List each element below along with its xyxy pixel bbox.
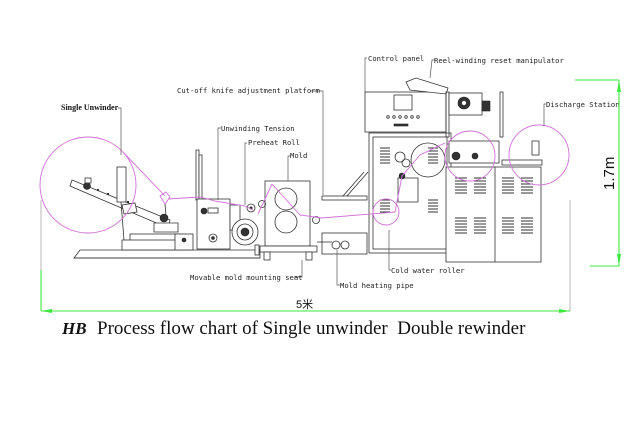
label-discharge-station: Discharge Station: [546, 100, 620, 109]
vent-louvers-left: [380, 147, 438, 213]
label-cutoff-knife-platform: Cut-off knife adjustment platform: [177, 86, 320, 95]
vent-louvers-right: [455, 177, 533, 234]
label-preheat-roll: Preheat Roll: [248, 138, 300, 147]
label-mold: Mold: [290, 151, 307, 160]
label-movable-mold-seat: Movable mold mounting seat: [190, 273, 303, 282]
label-cold-water-roller: Cold water roller: [391, 266, 465, 275]
dimension-height-value: 1.7m: [601, 157, 618, 190]
material-web-path: [39, 124, 570, 234]
hb-logo: HB: [61, 319, 87, 338]
single-unwinder: [69, 166, 194, 251]
dimension-length-value: 5米: [296, 298, 313, 311]
cutoff-knife-platform: [317, 171, 369, 255]
label-leaders: [118, 57, 546, 286]
dimension-height: 1.7m: [575, 79, 621, 267]
diagram-title: Process flow chart of Single unwinder Do…: [97, 318, 526, 339]
label-reel-winding-manipulator: Reel-winding reset manipulator: [434, 56, 564, 65]
label-mold-heating-pipe: Mold heating pipe: [340, 281, 414, 290]
label-control-panel: Control panel: [368, 54, 424, 63]
control-cabinet: [364, 77, 452, 254]
double-rewinder: [445, 91, 543, 263]
arrow-up-icon: [617, 80, 621, 92]
label-single-unwinder: Single Unwinder: [61, 103, 119, 112]
label-unwinding-tension: Unwinding Tension: [221, 124, 295, 133]
unwinding-tension-unit: [195, 149, 256, 250]
dimension-length: 5米: [40, 200, 571, 313]
preheat-roll: [231, 218, 259, 246]
arrow-left-icon: [41, 309, 52, 313]
arrow-down-icon: [617, 254, 621, 266]
arrow-right-icon: [559, 309, 570, 313]
mold-unit: [258, 180, 320, 261]
